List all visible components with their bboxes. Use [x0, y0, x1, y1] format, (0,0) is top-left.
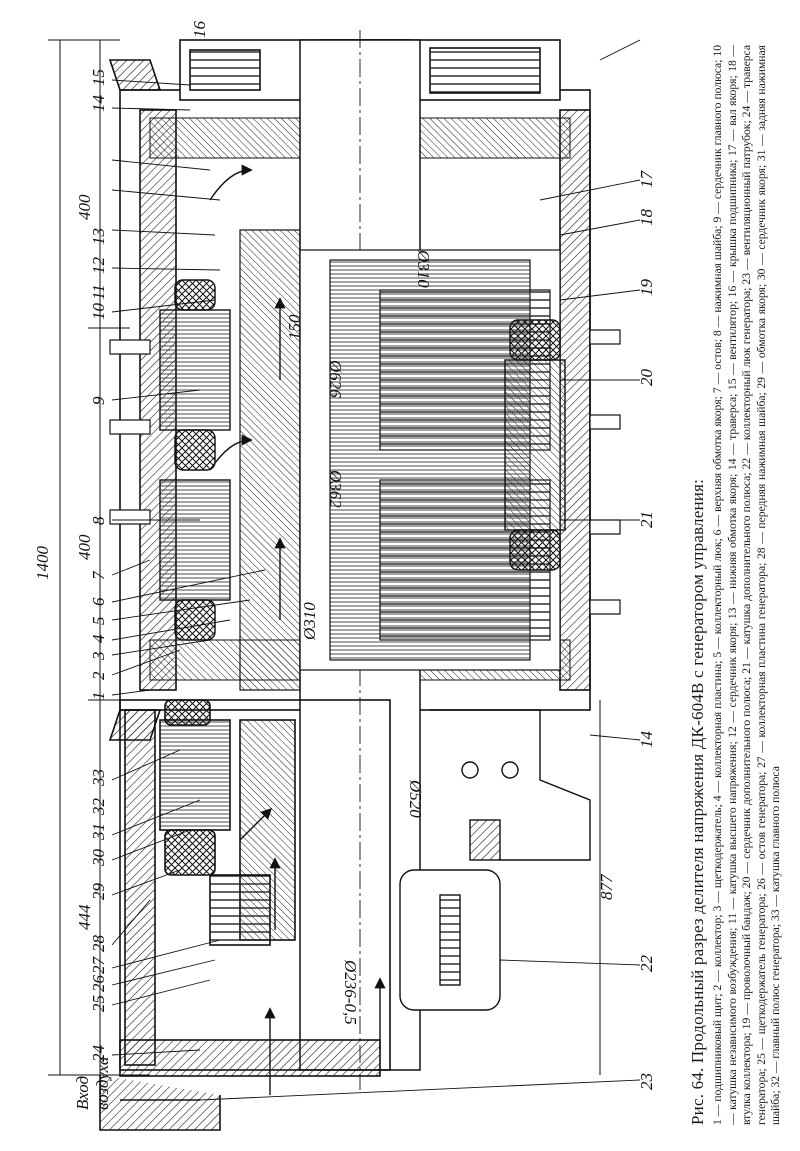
dim-d236: Ø236-0,5	[341, 959, 360, 1025]
callout-6: 6	[89, 597, 108, 606]
callout-10: 10	[89, 303, 108, 321]
dim-877: 877	[597, 873, 616, 900]
generator-hatch	[399, 869, 501, 1011]
callout-4: 4	[89, 634, 108, 643]
longitudinal-section-drawing: 1400 400 400 444 877 Ø310 Ø310 Ø626 Ø362…	[33, 21, 656, 1131]
frame-bolts	[109, 329, 621, 615]
callout-32: 32	[89, 798, 108, 817]
callout-13: 13	[89, 228, 108, 245]
callout-20: 20	[637, 369, 656, 387]
callout-7: 7	[89, 570, 108, 580]
callout-16: 16	[190, 21, 209, 39]
callout-26: 26	[89, 975, 108, 993]
motor-base	[430, 709, 591, 861]
callout-21: 21	[637, 511, 656, 528]
callout-14-bottom: 14	[637, 731, 656, 749]
callout-8: 8	[89, 516, 108, 525]
callout-3: 3	[89, 652, 108, 662]
callout-14-top: 14	[89, 95, 108, 113]
callout-22: 22	[637, 955, 656, 973]
dim-d626: Ø626	[326, 359, 345, 398]
dim-d362: Ø362	[326, 469, 345, 508]
dimension-lines	[48, 39, 601, 1076]
callout-12: 12	[89, 257, 108, 275]
dim-1400: 1400	[33, 546, 52, 581]
air-inlet-label: Вход воздуха	[73, 1057, 112, 1110]
dim-d310-right: Ø310	[414, 249, 433, 288]
dimension-labels: 1400 400 400 444 877 Ø310 Ø310 Ø626 Ø362…	[33, 194, 616, 1025]
dim-400-bottom: 400	[75, 534, 94, 560]
figure-caption: Рис. 64. Продольный разрез делителя напр…	[688, 45, 798, 1125]
interpole	[504, 319, 566, 571]
dim-444: 444	[75, 904, 94, 930]
inlet-label-line2: воздуха	[93, 1057, 112, 1110]
callout-leaders	[111, 39, 641, 1101]
dim-400-top: 400	[75, 194, 94, 220]
callout-11: 11	[89, 284, 108, 300]
callout-28: 28	[89, 935, 108, 953]
callout-19: 19	[637, 279, 656, 297]
dim-150: 150	[285, 314, 304, 340]
callout-17: 17	[637, 170, 656, 189]
callout-24: 24	[89, 1045, 108, 1063]
callout-15: 15	[89, 69, 108, 86]
callout-31: 31	[89, 823, 108, 841]
callout-18: 18	[637, 209, 656, 227]
dim-d310-left: Ø310	[300, 602, 319, 641]
callout-29: 29	[89, 883, 108, 901]
callout-numbers: 1 2 3 4 5 6 7 8 9 10 11 12 13 14 15 16 1…	[89, 21, 656, 1091]
callout-2: 2	[89, 671, 108, 680]
caption-legend: 1 — подшипниковый щит; 2 — коллектор; 3 …	[711, 45, 783, 1125]
callout-25: 25	[89, 995, 108, 1012]
airflow-arrows	[209, 164, 386, 1095]
dim-d520: Ø520	[406, 779, 425, 818]
callout-1: 1	[89, 692, 108, 701]
inlet-label-line1: Вход	[73, 1075, 92, 1110]
callout-5: 5	[89, 617, 108, 626]
callout-30: 30	[89, 849, 108, 868]
callout-9: 9	[89, 396, 108, 405]
caption-title: Рис. 64. Продольный разрез делителя напр…	[688, 479, 707, 1125]
air-inlet-duct	[99, 1075, 221, 1131]
callout-27: 27	[89, 956, 108, 975]
callout-23: 23	[637, 1073, 656, 1090]
callout-33: 33	[89, 769, 108, 787]
